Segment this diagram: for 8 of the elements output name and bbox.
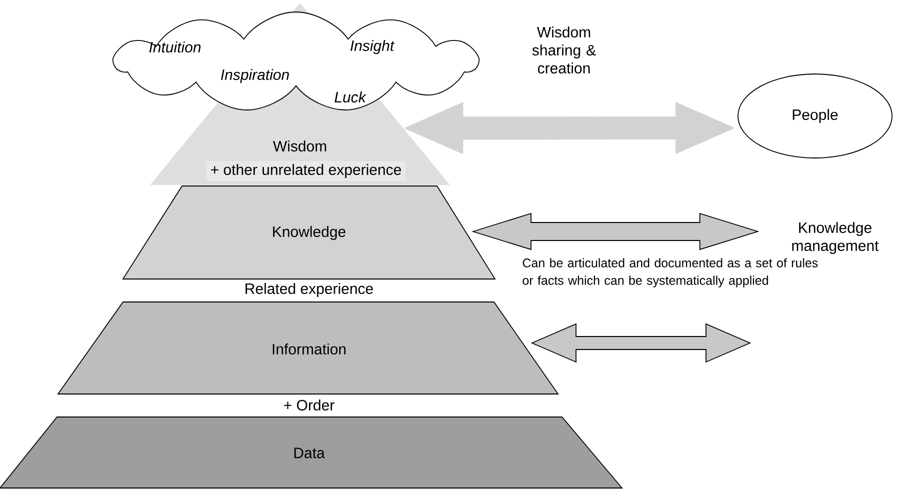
caption-text: Knowledge management [792, 222, 879, 254]
note-text: Can be articulated and documented as a set of rules or facts which can be systematically applied [522, 258, 818, 288]
thought-cloud: Intuition Insight Inspiration Luck [112, 12, 480, 110]
edge-label: Wisdom sharing & creation [532, 26, 596, 74]
layer-label: + Order [284, 399, 334, 410]
layer-label: Related experience [246, 283, 373, 297]
band-label: + other unrelated experience [206, 161, 406, 181]
pyramid-layer: Data [0, 416, 623, 488]
